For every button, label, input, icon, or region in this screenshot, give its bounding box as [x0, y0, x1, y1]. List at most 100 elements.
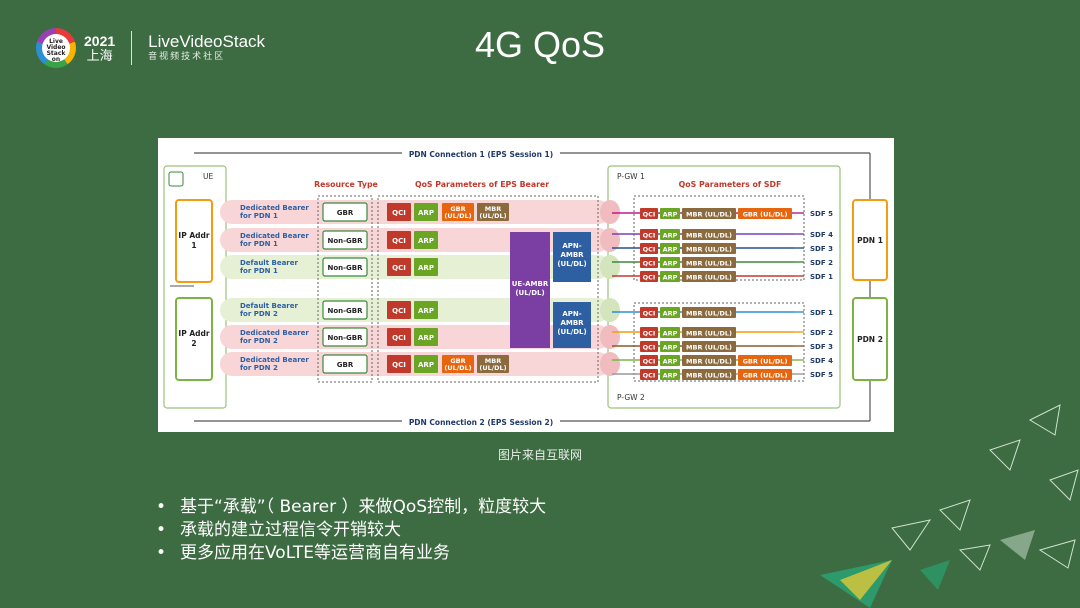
sdf-mbr-box: [682, 307, 736, 318]
sdf-arp-box-label: ARP: [663, 372, 678, 380]
ue-label: UE: [203, 172, 213, 181]
sdf-arp-box-label: ARP: [663, 330, 678, 338]
sdf-gbr-box: [738, 369, 792, 380]
resource-type-box: [322, 327, 368, 347]
ue-ambr-label: UE-AMBR: [512, 280, 549, 288]
event-logo: Live Video Stack on 2021 上海 LiveVideoSta…: [36, 26, 265, 70]
deco-triangle: [1000, 530, 1035, 560]
sdf-qci-box-label: QCI: [643, 310, 656, 318]
sdf-qci-box-label: QCI: [643, 358, 656, 366]
resource-type-label: Non-GBR: [327, 307, 363, 315]
deco-triangle: [1049, 469, 1079, 501]
sdf-qci-box-label: QCI: [643, 211, 656, 219]
pdn-label-bg: [402, 415, 560, 427]
mbr-box-label: (UL/DL): [479, 364, 506, 372]
pgw2-label: P-GW 2: [617, 393, 645, 402]
apn-ambr-label: APN-: [562, 242, 581, 250]
qos-diagram: PDN Connection 1 (EPS Session 1) PDN Conn…: [158, 138, 894, 432]
deco-triangle: [920, 560, 950, 590]
bearer-name: Dedicated Bearer: [240, 356, 309, 364]
sdf-arp-box-label: ARP: [663, 246, 678, 254]
eps-params-header: QoS Parameters of EPS Bearer: [415, 180, 549, 189]
sdf-qci-box-label: QCI: [643, 344, 656, 352]
sdf-qci-box: [640, 257, 658, 268]
sdf-arp-box: [660, 208, 680, 219]
pdn-2-label: PDN 2: [857, 335, 883, 344]
sdf-arp-box-label: ARP: [663, 232, 678, 240]
sdf-label: SDF 5: [810, 210, 833, 218]
sdf-label: SDF 2: [810, 329, 833, 337]
gbr-box-label: (UL/DL): [444, 364, 471, 372]
sdf-qci-box: [640, 369, 658, 380]
resource-type-label: Non-GBR: [327, 264, 363, 272]
sdf-qci-box: [640, 355, 658, 366]
sdf-mbr-box: [682, 341, 736, 352]
bearer-name: Dedicated Bearer: [240, 232, 309, 240]
sdf-group-2: [633, 302, 805, 382]
qci-box: [387, 328, 411, 346]
resource-type-box: [322, 202, 368, 222]
sdf-label: SDF 1: [810, 309, 833, 317]
qos-diagram-svg: PDN Connection 1 (EPS Session 1) PDN Conn…: [163, 147, 888, 427]
sdf-qci-box-label: QCI: [643, 274, 656, 282]
arp-box: [414, 203, 438, 221]
bullet-item: 更多应用在VoLTE等运营商自有业务: [152, 542, 546, 565]
sdf-mbr-box: [682, 243, 736, 254]
sdf-label: SDF 2: [810, 259, 833, 267]
sdf-qci-box: [640, 327, 658, 338]
qci-box-label: QCI: [392, 264, 406, 272]
sdf-mbr-box-label: MBR (UL/DL): [686, 330, 732, 338]
bearer-pipe-end: [600, 200, 620, 224]
qci-box-label: QCI: [392, 209, 406, 217]
sdf-mbr-box: [682, 327, 736, 338]
sdf-mbr-box: [682, 208, 736, 219]
slide-title: 4G QoS: [474, 24, 606, 65]
sdf-gbr-box: [738, 208, 792, 219]
qci-box-label: QCI: [392, 237, 406, 245]
resource-type-box: [322, 257, 368, 277]
sdf-arp-box-label: ARP: [663, 211, 678, 219]
livevideostack-on-logo: Live Video Stack on: [36, 28, 76, 68]
pdn-1-box: [852, 199, 888, 281]
bullet-item: 承载的建立过程信令开销较大: [152, 519, 546, 542]
sdf-qci-box-label: QCI: [643, 372, 656, 380]
event-city: 上海: [86, 47, 113, 63]
sdf-qci-box: [640, 307, 658, 318]
sdf-label: SDF 5: [810, 371, 833, 379]
resource-type-label: GBR: [337, 209, 354, 217]
sdf-arp-box-label: ARP: [663, 344, 678, 352]
qci-box: [387, 203, 411, 221]
sdf-mbr-box-label: MBR (UL/DL): [686, 310, 732, 318]
bullet-item: 基于“承载”（ Bearer ）来做QoS控制，粒度较大: [152, 496, 546, 519]
sdf-qci-box: [640, 271, 658, 282]
apn-ambr-box: [553, 232, 591, 282]
sdf-arp-box: [660, 271, 680, 282]
gbr-box-label: GBR: [450, 205, 465, 213]
sdf-mbr-box-label: MBR (UL/DL): [686, 232, 732, 240]
pdn-connection-2-label: PDN Connection 2 (EPS Session 2): [409, 418, 553, 427]
gbr-box-label: (UL/DL): [444, 212, 471, 220]
sdf-mbr-box-label: MBR (UL/DL): [686, 260, 732, 268]
bearer-name: for PDN 2: [240, 337, 278, 345]
bearer-name: for PDN 1: [240, 267, 278, 275]
resource-type-label: Non-GBR: [327, 334, 363, 342]
sdf-arp-box: [660, 307, 680, 318]
sdf-arp-box: [660, 243, 680, 254]
deco-triangle: [1028, 404, 1061, 436]
resource-type-label: Non-GBR: [327, 237, 363, 245]
sdf-mbr-box: [682, 271, 736, 282]
deco-triangle: [939, 499, 971, 531]
arp-box-label: ARP: [418, 237, 434, 245]
qci-box: [387, 355, 411, 373]
deco-triangle: [840, 560, 892, 600]
logo-text: Live Video Stack on: [46, 38, 66, 63]
sdf-group-1: [633, 195, 805, 281]
sdf-gbr-box-label: GBR (UL/DL): [743, 211, 788, 219]
sdf-label: SDF 1: [810, 273, 833, 281]
sdf-mbr-box-label: MBR (UL/DL): [686, 372, 732, 380]
ue-frame: [163, 165, 227, 409]
apn-ambr-label: AMBR: [560, 251, 584, 259]
pdn-connection-1-label: PDN Connection 1 (EPS Session 1): [409, 150, 553, 159]
gbr-box-label: GBR: [450, 357, 465, 365]
sdf-arp-box: [660, 355, 680, 366]
